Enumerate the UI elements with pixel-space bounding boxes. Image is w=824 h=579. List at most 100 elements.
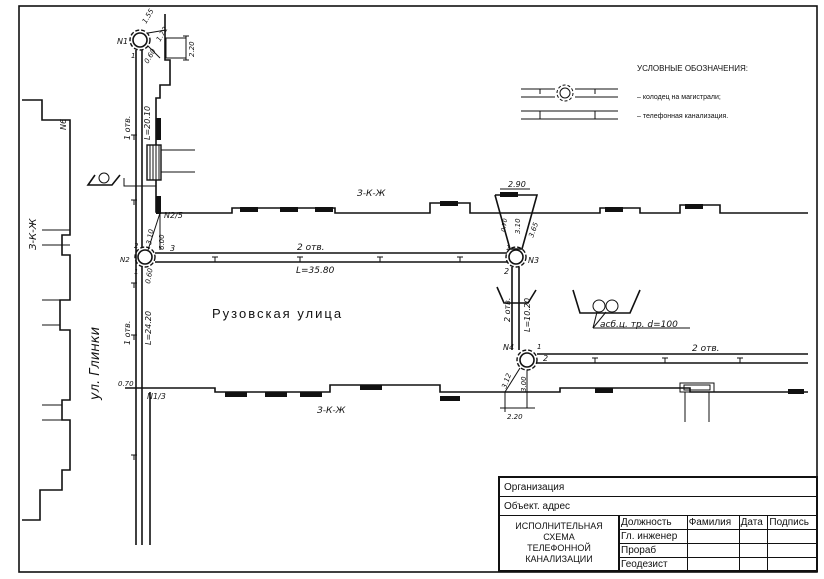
duct-n4-east	[537, 353, 808, 364]
title-block: Организация Объект. адрес ИСПОЛНИТЕЛЬНАЯ…	[498, 476, 818, 572]
north-entrances	[240, 192, 703, 212]
west-facade	[155, 14, 171, 213]
south-facade	[125, 384, 808, 393]
duct-count-n2-n3: 2 отв.	[297, 243, 325, 253]
ref-n2-5: N2/5	[164, 211, 183, 220]
dim-label: 3.00	[520, 376, 528, 392]
dim-label: 6.00	[158, 234, 166, 250]
legend-title: УСЛОВНЫЕ ОБОЗНАЧЕНИЯ:	[637, 64, 748, 73]
header-signature: Подпись	[767, 516, 816, 530]
well-n3-label: N3	[528, 256, 539, 265]
duct-spacers	[212, 256, 463, 262]
title-line: ИСПОЛНИТЕЛЬНАЯ СХЕМА	[515, 521, 603, 542]
duct-vertical	[135, 50, 143, 545]
duct-length-n1-n2: L=20.10	[143, 106, 152, 140]
legend-item-duct: – телефонная канализация.	[637, 113, 728, 120]
dim-070: 0.70	[118, 380, 134, 388]
n1-dimension-lines	[147, 29, 189, 61]
building-entrance	[156, 118, 161, 140]
duct-n3-n4	[511, 267, 520, 350]
building-zkzh-left: З-К-Ж	[28, 217, 39, 250]
well-n4[interactable]	[516, 349, 538, 371]
left-building-notches	[42, 229, 70, 421]
dim-label: 3.10	[514, 218, 522, 234]
title-line: КАНАЛИЗАЦИИ	[525, 554, 593, 564]
cell	[767, 557, 816, 572]
duct-spacers	[131, 134, 137, 460]
address-field: Объект. адрес	[500, 497, 816, 516]
well-n1-label: N1	[117, 37, 128, 46]
hatch-lines	[149, 145, 195, 180]
well-n4-label: N4	[503, 343, 514, 352]
n2-tie-line	[147, 212, 161, 251]
well-n2-port: 1	[134, 268, 138, 276]
duct-count-south: 1 отв.	[123, 321, 132, 345]
building-zkzh-top: З-К-Ж	[357, 189, 386, 199]
pipe-note: асб.ц. тр. d=100	[600, 320, 678, 330]
kiosk	[165, 37, 187, 59]
street-ruzovskaya: Рузовская улица	[212, 306, 343, 321]
n4-dimension-lines	[500, 367, 535, 412]
role-chief-engineer: Гл. инженер	[619, 529, 688, 544]
dim-label: 2.20	[188, 41, 196, 57]
well-n4-port: 1	[537, 343, 541, 351]
building-n6: N6	[59, 119, 68, 130]
dim-label: 0.70	[500, 218, 509, 233]
south-entrances	[225, 385, 804, 401]
building-entrance	[156, 196, 161, 214]
legend-item-well: – колодец на магистрали;	[637, 94, 721, 101]
cell	[738, 557, 769, 572]
cross-section-left	[86, 172, 537, 304]
header-position: Должность	[619, 516, 688, 530]
north-facade	[160, 202, 808, 214]
left-building-outline	[22, 99, 71, 521]
duct-count-n1-n2: 1 отв.	[123, 116, 132, 140]
signature-table: Должность Фамилия Дата Подпись Гл. инжен…	[619, 516, 816, 572]
building-zkzh-bottom: З-К-Ж	[317, 406, 346, 416]
title-line: ТЕЛЕФОННОЙ	[527, 543, 591, 553]
dim-label: 0.60	[144, 267, 155, 284]
cell	[738, 543, 769, 558]
duct-n2-n3	[155, 252, 507, 263]
well-n2-port: 2	[134, 242, 139, 250]
cell	[686, 529, 740, 544]
duct-length-n3-n4: L=10.20	[523, 298, 532, 332]
cell	[686, 543, 740, 558]
duct-count-n4-east: 2 отв.	[692, 344, 720, 354]
dim-label: 2.20	[507, 413, 523, 421]
organization-field: Организация	[500, 478, 816, 497]
dim-label: 3.12	[500, 372, 513, 390]
duct-length-south: L=24.20	[144, 311, 153, 345]
well-n2[interactable]	[134, 246, 156, 268]
n3-trapezoid	[494, 194, 539, 250]
dim-label: 1.72	[155, 25, 170, 43]
dim-label: 3.10	[145, 228, 156, 245]
well-n2-port: 3	[170, 244, 175, 253]
well-n1-port: 1	[131, 52, 135, 60]
dim-label: 0.60	[143, 47, 158, 65]
duct-spacers	[592, 357, 743, 363]
legend-symbols	[521, 84, 618, 120]
cell	[767, 543, 816, 558]
cell	[686, 557, 740, 572]
street-glinki: ул. Глинки	[88, 327, 103, 401]
role-foreman: Прораб	[619, 543, 688, 558]
well-n3-port: 2	[504, 267, 509, 276]
south-porch	[679, 382, 715, 422]
header-name: Фамилия	[686, 516, 740, 530]
well-n3[interactable]	[505, 246, 527, 268]
drawing-title: ИСПОЛНИТЕЛЬНАЯ СХЕМА ТЕЛЕФОННОЙ КАНАЛИЗА…	[500, 516, 619, 570]
dim-label: 2.90	[508, 180, 526, 189]
well-n4-port: 2	[543, 354, 548, 363]
well-n1[interactable]	[129, 29, 151, 51]
ref-n1-3: N1/3	[147, 392, 166, 401]
well-n2-label: N2	[120, 256, 130, 264]
cross-section-pipes	[572, 289, 690, 329]
dim-label: 1.55	[141, 7, 156, 25]
duct-count-n3-n4: 2 отв.	[503, 298, 512, 322]
well-n3-port: 1	[506, 244, 510, 252]
role-surveyor: Геодезист	[619, 557, 688, 572]
duct-length-n2-n3: L=35.80	[296, 266, 335, 276]
cell	[738, 529, 769, 544]
